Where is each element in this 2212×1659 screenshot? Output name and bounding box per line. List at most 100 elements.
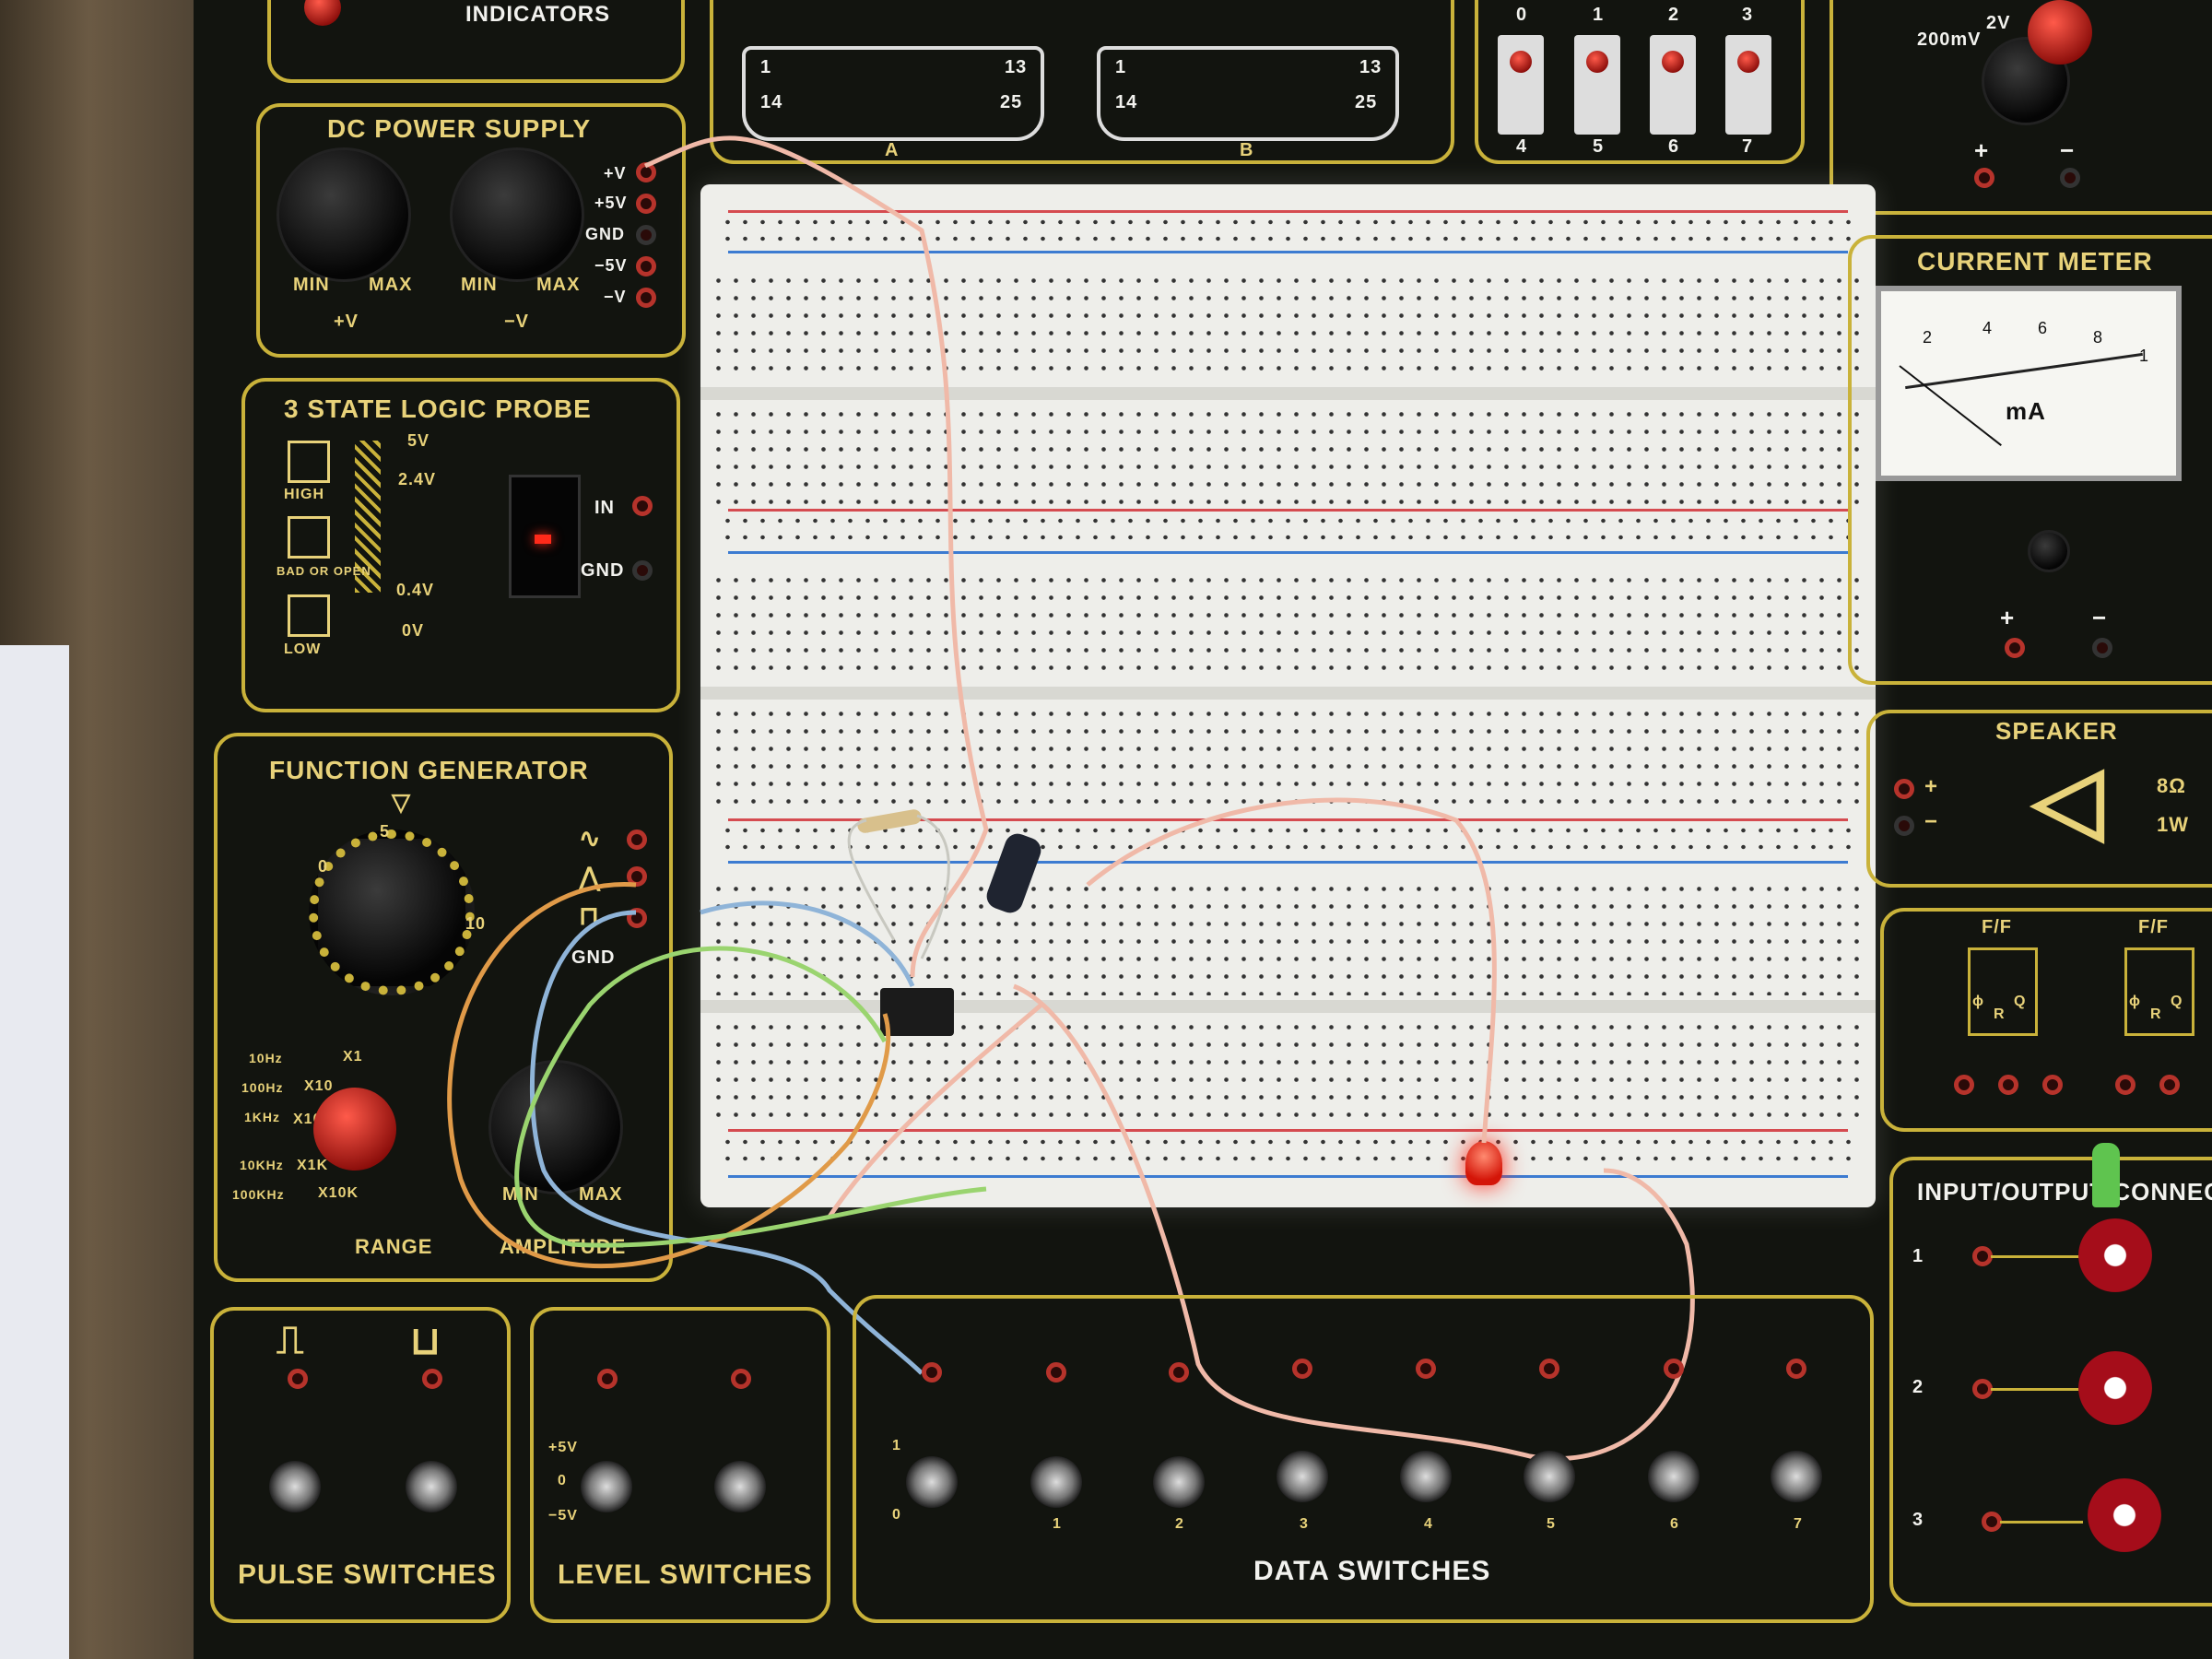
- data-toggle-4[interactable]: [1400, 1451, 1452, 1502]
- meter-scale-2: 2: [1923, 328, 1934, 347]
- connector-b-pin1: 1: [1115, 57, 1127, 77]
- ff1-clk-jack[interactable]: [1954, 1075, 1974, 1095]
- data-toggle-2[interactable]: [1153, 1456, 1205, 1508]
- output-plus-5v-jack[interactable]: [636, 194, 656, 214]
- ff2-r-jack[interactable]: [2159, 1075, 2180, 1095]
- logic-probe-box: [241, 378, 680, 712]
- range-button[interactable]: [313, 1088, 396, 1171]
- data-jack-5[interactable]: [1539, 1359, 1559, 1379]
- probe-gnd-label: GND: [581, 560, 625, 581]
- pulse-jack-1[interactable]: [288, 1369, 308, 1389]
- connector-b[interactable]: [1097, 46, 1399, 141]
- power-rail-4[interactable]: [719, 1134, 1857, 1167]
- red-led[interactable]: [1465, 1141, 1502, 1185]
- probe-in-jack[interactable]: [632, 496, 653, 516]
- probe-led: [535, 535, 551, 544]
- data-toggle-6[interactable]: [1648, 1451, 1700, 1502]
- led-num-6: 6: [1668, 136, 1680, 157]
- ff1-r-jack[interactable]: [1998, 1075, 2018, 1095]
- data-toggle-5[interactable]: [1524, 1451, 1575, 1502]
- ff1-q-jack[interactable]: [2042, 1075, 2063, 1095]
- current-meter-box: [1848, 235, 2212, 685]
- data-jack-6[interactable]: [1664, 1359, 1684, 1379]
- sine-output-jack[interactable]: [627, 830, 647, 850]
- terminal-strip-1[interactable]: [710, 272, 1866, 382]
- dc-power-box: [256, 103, 686, 358]
- ff2-clk-jack[interactable]: [2115, 1075, 2136, 1095]
- level-jack-1[interactable]: [597, 1369, 618, 1389]
- data-jack-1[interactable]: [1046, 1362, 1066, 1382]
- bad-indicator: [288, 516, 330, 559]
- meter-zero-adjust[interactable]: [2028, 530, 2070, 572]
- pink-wire-lower: [827, 1003, 1043, 1218]
- io-jack-2[interactable]: [1972, 1379, 1993, 1399]
- io-jack-1[interactable]: [1972, 1246, 1993, 1266]
- positive-voltage-knob[interactable]: [276, 147, 411, 282]
- green-led: [2092, 1143, 2120, 1207]
- io-jack-3[interactable]: [1982, 1512, 2002, 1532]
- pulse-switches-box: [210, 1307, 511, 1623]
- dial-scale-5: 5: [380, 822, 391, 841]
- voltmeter-plus-jack[interactable]: [1974, 168, 1994, 188]
- breadboard[interactable]: [700, 184, 1876, 1207]
- terminal-strip-4[interactable]: [710, 705, 1866, 811]
- terminal-strip-3[interactable]: [710, 571, 1866, 682]
- level-jack-2[interactable]: [731, 1369, 751, 1389]
- range-selector-knob[interactable]: [1982, 37, 2070, 125]
- data-jack-7[interactable]: [1786, 1359, 1806, 1379]
- output-minus-v-jack[interactable]: [636, 288, 656, 308]
- level-toggle-1[interactable]: [581, 1461, 632, 1512]
- io-trace-1: [1991, 1255, 2083, 1258]
- frequency-dial[interactable]: [309, 830, 475, 995]
- voltmeter-minus-jack[interactable]: [2060, 168, 2080, 188]
- data-toggle-0[interactable]: [906, 1456, 958, 1508]
- binding-post-1[interactable]: [2078, 1218, 2152, 1292]
- connector-a[interactable]: [742, 46, 1044, 141]
- indicators-label: INDICATORS: [465, 2, 611, 27]
- voltmeter-box: [1830, 0, 2212, 215]
- led-3: [1737, 51, 1759, 73]
- power-rail-2[interactable]: [719, 512, 1857, 546]
- speaker-plus-jack[interactable]: [1894, 779, 1914, 799]
- led-num-4: 4: [1516, 136, 1528, 157]
- probe-gnd-jack[interactable]: [632, 560, 653, 581]
- io-connect-box: [1889, 1157, 2212, 1606]
- voltmeter-red-button[interactable]: [2028, 0, 2092, 65]
- data-jack-4[interactable]: [1416, 1359, 1436, 1379]
- data-jack-3[interactable]: [1292, 1359, 1312, 1379]
- connector-a-pin1: 1: [760, 57, 772, 77]
- data-toggle-7[interactable]: [1771, 1451, 1822, 1502]
- led-num-7: 7: [1742, 136, 1754, 157]
- function-generator-title: FUNCTION GENERATOR: [269, 756, 589, 784]
- terminal-strip-2[interactable]: [710, 406, 1866, 507]
- negative-voltage-knob[interactable]: [450, 147, 584, 282]
- binding-post-2[interactable]: [2078, 1351, 2152, 1425]
- data-first-top: 1: [892, 1438, 901, 1453]
- indicators-box: [267, 0, 685, 83]
- data-jack-0[interactable]: [922, 1362, 942, 1382]
- meter-plus: +: [2000, 604, 2016, 631]
- output-gnd-jack[interactable]: [636, 225, 656, 245]
- binding-post-3[interactable]: [2088, 1478, 2161, 1552]
- meter-plus-jack[interactable]: [2005, 638, 2025, 658]
- level-toggle-2[interactable]: [714, 1461, 766, 1512]
- amplitude-knob[interactable]: [488, 1060, 623, 1194]
- data-toggle-3[interactable]: [1277, 1451, 1328, 1502]
- voltmeter-plus: +: [1974, 136, 1990, 164]
- paper-sheet: [0, 645, 69, 1659]
- triangle-output-jack[interactable]: [627, 866, 647, 887]
- ic-chip[interactable]: [880, 988, 954, 1036]
- level-5v: 5V: [407, 431, 430, 450]
- output-minus-5v-jack[interactable]: [636, 256, 656, 276]
- power-rail-3[interactable]: [719, 822, 1857, 855]
- pulse-jack-2[interactable]: [422, 1369, 442, 1389]
- data-toggle-1[interactable]: [1030, 1456, 1082, 1508]
- data-jack-2[interactable]: [1169, 1362, 1189, 1382]
- io-trace-2: [1991, 1388, 2083, 1391]
- meter-minus-jack[interactable]: [2092, 638, 2112, 658]
- pulse-button-1[interactable]: [269, 1461, 321, 1512]
- terminal-strip-5[interactable]: [710, 880, 1866, 995]
- connector-b-label: B: [1240, 140, 1254, 160]
- speaker-minus-jack[interactable]: [1894, 816, 1914, 836]
- pulse-button-2[interactable]: [406, 1461, 457, 1512]
